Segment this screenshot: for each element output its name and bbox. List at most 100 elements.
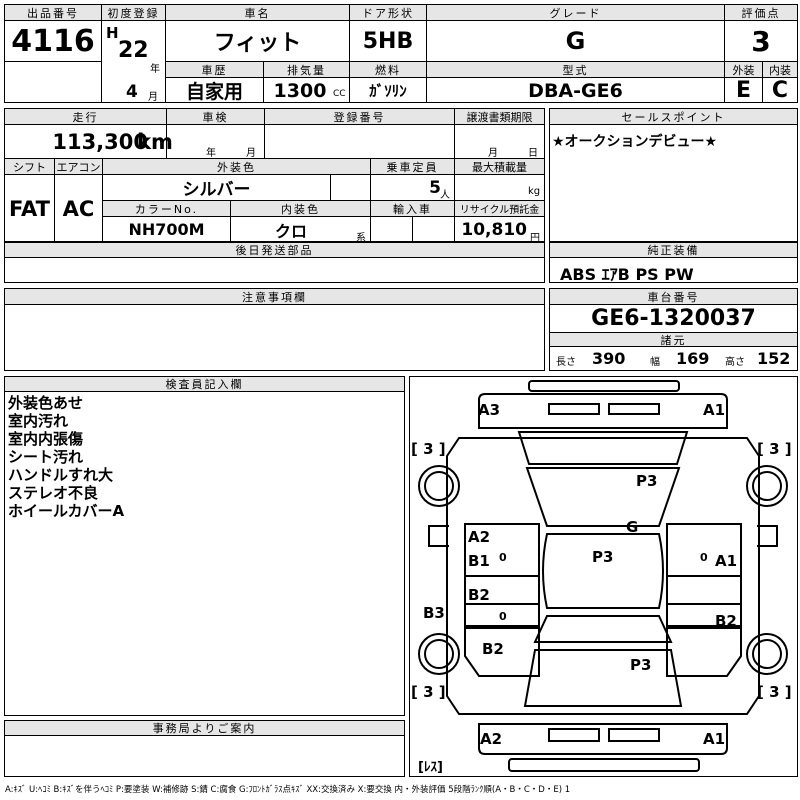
car-diagram-box — [409, 376, 798, 777]
ac-label: エアコン — [55, 159, 102, 174]
inspector-note: ホイールカバーA — [8, 502, 125, 520]
chassis-label: 車台番号 — [550, 289, 797, 304]
lot-no: 4116 — [11, 23, 95, 59]
capacity-label: 乗車定員 — [371, 159, 454, 174]
shift: FAT — [9, 196, 50, 221]
int-color-unit: 系 — [356, 233, 366, 244]
height: 152 — [757, 349, 791, 368]
fuel-label: 燃料 — [350, 62, 426, 77]
recycle: 10,810 — [461, 219, 527, 240]
sales-point-text: ★オークションデビュー★ — [552, 134, 718, 150]
tire-tread: [ 3 ] — [757, 440, 792, 458]
legend: A:ｷｽﾞ U:ﾍｺﾐ B:ｷｽﾞを伴うﾍｺﾐ P:要塗装 W:補修跡 S:錆 … — [5, 785, 571, 795]
damage-mark: B3 — [423, 604, 445, 622]
ext-color-label: 外装色 — [103, 159, 370, 174]
import-label: 輸入車 — [371, 201, 454, 216]
header-table — [4, 4, 798, 103]
model-label: 型式 — [427, 62, 724, 77]
displacement-label: 排気量 — [264, 62, 349, 77]
displacement: 1300 — [273, 79, 327, 102]
damage-mark: G — [626, 518, 639, 536]
lot-no-label: 出品番号 — [5, 5, 101, 20]
damage-mark: A2 — [468, 528, 491, 546]
mileage-unit: km — [137, 129, 173, 154]
interior-label: 内装 — [763, 62, 797, 77]
damage-mark: A2 — [480, 730, 503, 748]
reg-month: 4 — [126, 82, 138, 102]
score-label: 評価点 — [725, 5, 797, 20]
length-label: 長さ — [556, 357, 576, 368]
max-load-label: 最大積載量 — [455, 159, 544, 174]
grade: G — [565, 27, 586, 55]
tire-tread: [ 3 ] — [757, 683, 792, 701]
capacity: 5 — [429, 177, 441, 198]
reg-no-label: 登録番号 — [265, 109, 454, 124]
transfer-day-unit: 日 — [528, 148, 538, 159]
damage-mark: P3 — [636, 472, 658, 490]
int-color-label: 内装色 — [231, 201, 370, 216]
month-unit: 月 — [148, 92, 158, 103]
length: 390 — [592, 349, 626, 368]
grade-label: グレード — [427, 5, 724, 20]
inspector-note: 室内汚れ — [8, 412, 69, 430]
inspector-note: シート汚れ — [8, 448, 84, 466]
inspector-note: 外装色あせ — [8, 394, 84, 412]
transfer-label: 譲渡書類期限 — [455, 109, 544, 124]
office-label: 事務局よりご案内 — [5, 721, 404, 735]
int-color: クロ — [274, 221, 307, 241]
caution-box — [4, 288, 545, 371]
chassis-box — [549, 288, 798, 371]
later-parts-box — [4, 242, 545, 283]
equipment-box — [549, 242, 798, 283]
inspector-note: ステレオ不良 — [8, 484, 99, 502]
interior-grade: C — [771, 78, 789, 103]
damage-mark: P3 — [592, 548, 614, 566]
first-reg-label: 初度登録 — [102, 5, 165, 20]
inspection-label: 車検 — [167, 109, 264, 124]
inspector-note: ハンドルすれ大 — [8, 466, 114, 484]
shift-label: シフト — [5, 159, 54, 174]
equipment-text: ABS ｴｱB PS PW — [560, 265, 694, 284]
insp-month-unit: 月 — [246, 148, 256, 159]
damage-mark: A1 — [703, 730, 726, 748]
damage-mark: 0 — [499, 610, 507, 623]
car-body-diagram — [418, 380, 788, 772]
damage-mark: 0 — [499, 551, 507, 564]
mileage: 113,300 — [52, 129, 148, 154]
damage-mark: B2 — [468, 586, 490, 604]
damage-mark: A3 — [478, 401, 501, 419]
damage-mark: B2 — [715, 612, 737, 630]
later-parts-label: 後日発送部品 — [5, 243, 544, 257]
tire-tread: [ 3 ] — [411, 683, 446, 701]
transfer-month-unit: 月 — [488, 148, 498, 159]
inspector-box — [4, 376, 405, 716]
history: 自家用 — [185, 81, 243, 103]
inspector-label: 検査員記入欄 — [5, 377, 404, 391]
specs-table — [4, 108, 545, 242]
equipment-label: 純正装備 — [550, 243, 797, 257]
model: DBA-GE6 — [528, 79, 623, 102]
door-label: ドア形状 — [350, 5, 426, 20]
damage-mark: B1 — [468, 552, 490, 570]
fuel: ｶﾞｿﾘﾝ — [369, 82, 407, 100]
score: 3 — [751, 24, 771, 58]
damage-mark: A1 — [715, 552, 738, 570]
ac: AC — [62, 196, 95, 221]
inspector-note: 室内内張傷 — [8, 430, 84, 448]
reg-year: 22 — [118, 38, 149, 63]
car-name-label: 車名 — [166, 5, 349, 20]
spare-tire: [ﾚｽ] — [418, 760, 443, 775]
tire-tread: [ 3 ] — [411, 440, 446, 458]
history-label: 車歴 — [166, 62, 263, 77]
chassis-number: GE6-1320037 — [591, 306, 756, 331]
inspector-notes: 外装色あせ 室内汚れ 室内内張傷 シート汚れ ハンドルすれ大 ステレオ不良 ホイ… — [8, 394, 124, 520]
caution-label: 注意事項欄 — [5, 289, 544, 304]
year-unit: 年 — [150, 64, 160, 75]
damage-mark: A1 — [703, 401, 726, 419]
sales-point-label: セールスポイント — [550, 109, 797, 124]
era: H — [106, 24, 119, 42]
door-type: 5HB — [362, 28, 414, 54]
width: 169 — [676, 349, 710, 368]
recycle-unit: 円 — [530, 233, 540, 244]
exterior-grade: E — [735, 78, 752, 103]
